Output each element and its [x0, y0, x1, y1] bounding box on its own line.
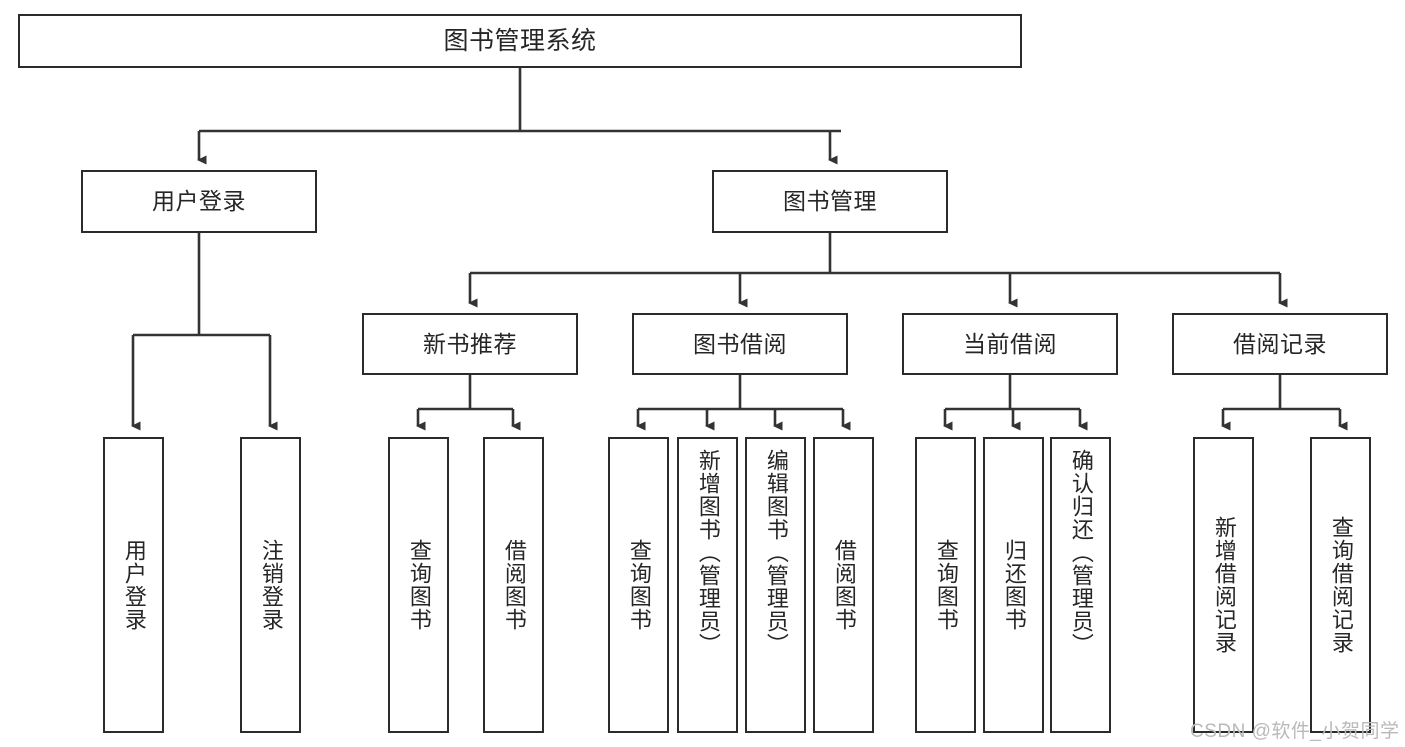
node-leaf-add-book[interactable]: 新增图书（管理员） [677, 437, 738, 733]
node-label: 查询借阅记录 [1328, 516, 1354, 654]
node-leaf-query-record[interactable]: 查询借阅记录 [1310, 437, 1371, 733]
node-user-login[interactable]: 用户登录 [81, 170, 317, 233]
node-book-management-system[interactable]: 图书管理系统 [18, 14, 1022, 68]
node-label: 确认归还（管理员） [1068, 449, 1094, 656]
node-book-borrow[interactable]: 图书借阅 [632, 313, 848, 375]
node-label: 新书推荐 [423, 330, 517, 357]
node-borrow-record[interactable]: 借阅记录 [1172, 313, 1388, 375]
node-leaf-user-logout[interactable]: 注销登录 [240, 437, 301, 733]
node-leaf-return-book[interactable]: 归还图书 [983, 437, 1044, 733]
node-label: 新增借阅记录 [1211, 516, 1237, 654]
node-label: 查询图书 [406, 539, 432, 631]
node-label: 借阅图书 [501, 539, 527, 631]
node-label: 借阅记录 [1233, 330, 1327, 357]
node-label: 图书管理系统 [443, 26, 597, 55]
node-book-manage[interactable]: 图书管理 [712, 170, 948, 233]
node-leaf-user-login[interactable]: 用户登录 [103, 437, 164, 733]
node-leaf-query-book-3[interactable]: 查询图书 [915, 437, 976, 733]
node-current-borrow[interactable]: 当前借阅 [902, 313, 1118, 375]
node-label: 归还图书 [1001, 539, 1027, 631]
node-label: 查询图书 [933, 539, 959, 631]
node-leaf-edit-book[interactable]: 编辑图书（管理员） [745, 437, 806, 733]
node-leaf-query-book-1[interactable]: 查询图书 [388, 437, 449, 733]
node-leaf-borrow-book-2[interactable]: 借阅图书 [813, 437, 874, 733]
watermark-text: CSDN @软件_小贺同学 [1190, 721, 1400, 742]
node-label: 图书借阅 [693, 330, 787, 357]
node-label: 当前借阅 [963, 330, 1057, 357]
node-label: 查询图书 [626, 539, 652, 631]
node-label: 新增图书（管理员） [695, 449, 721, 656]
node-label: 注销登录 [258, 539, 284, 631]
node-label: 图书管理 [783, 188, 877, 215]
node-leaf-borrow-book-1[interactable]: 借阅图书 [483, 437, 544, 733]
node-leaf-add-record[interactable]: 新增借阅记录 [1193, 437, 1254, 733]
node-label: 借阅图书 [831, 539, 857, 631]
node-leaf-confirm-return[interactable]: 确认归还（管理员） [1050, 437, 1111, 733]
node-label: 用户登录 [152, 188, 246, 215]
node-new-book-recommend[interactable]: 新书推荐 [362, 313, 578, 375]
node-label: 用户登录 [121, 539, 147, 631]
node-label: 编辑图书（管理员） [763, 449, 789, 656]
node-leaf-query-book-2[interactable]: 查询图书 [608, 437, 669, 733]
